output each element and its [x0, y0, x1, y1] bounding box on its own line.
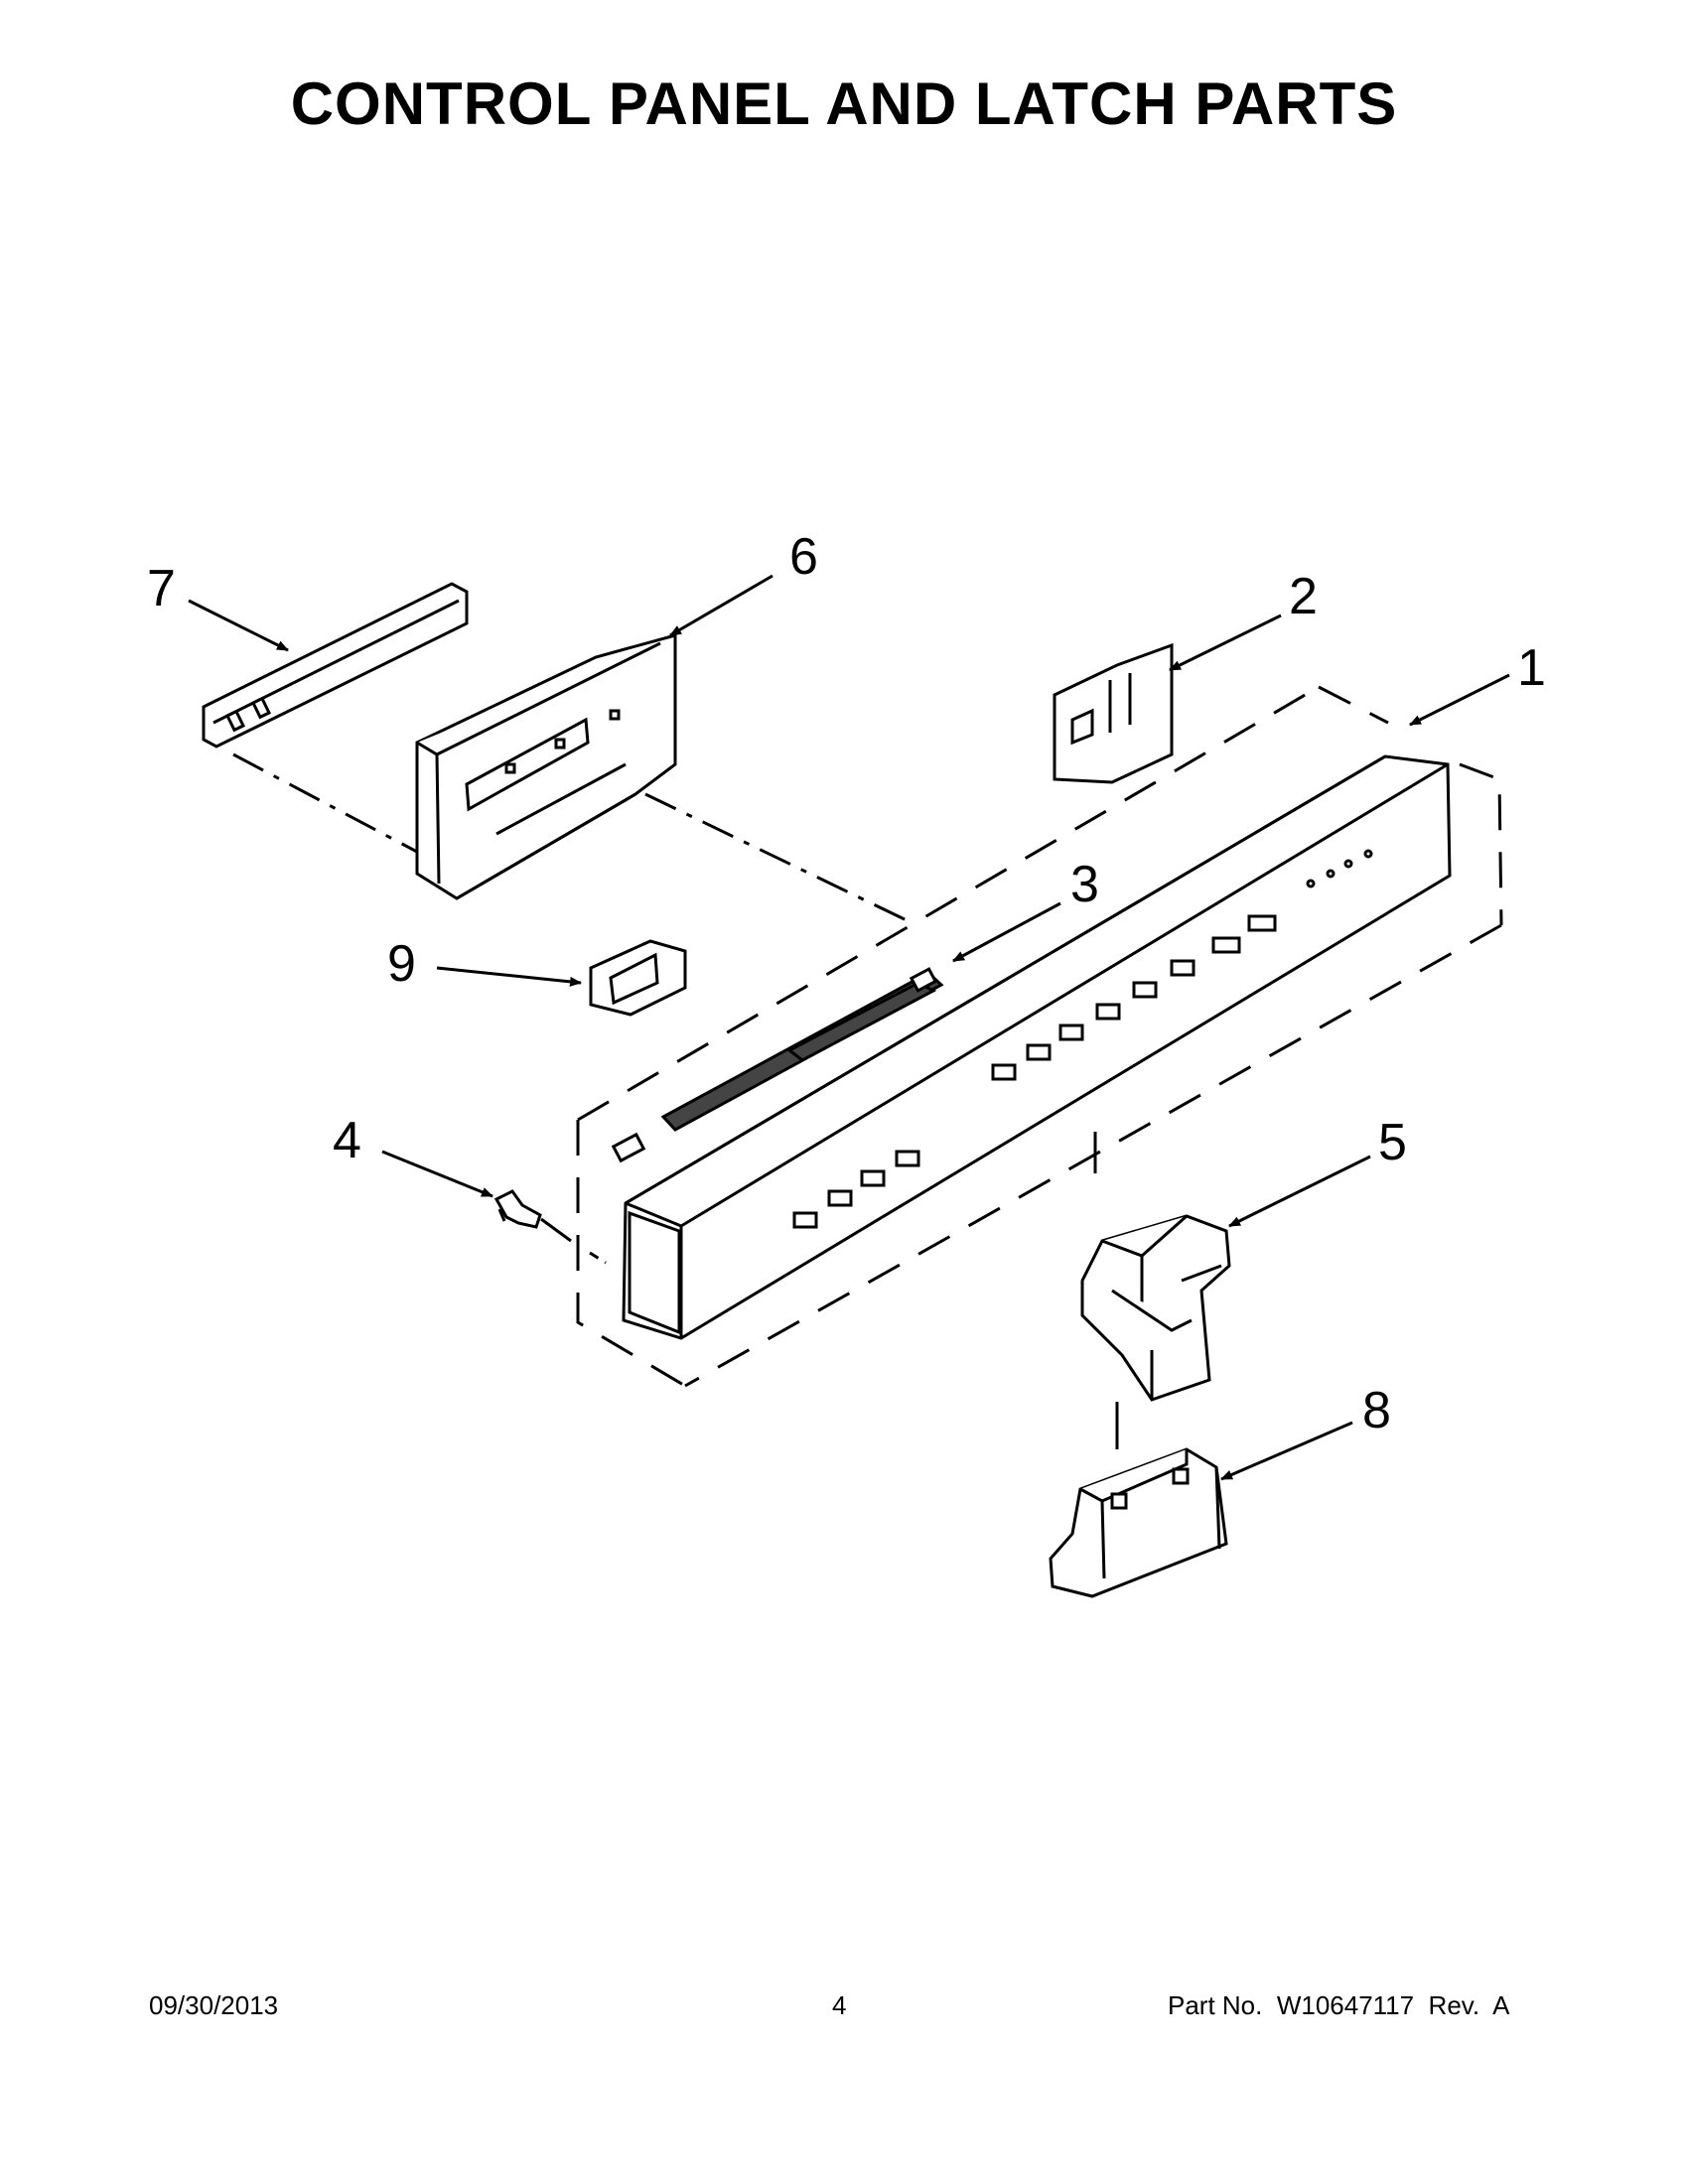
callout-1: 1 — [1517, 639, 1546, 697]
part-9-clip — [589, 939, 687, 1017]
leader-arrow-5 — [1228, 1155, 1371, 1228]
part-4-screw — [493, 1189, 542, 1229]
footer-date: 09/30/2013 — [149, 1990, 279, 2020]
part-6-control-housing — [415, 633, 677, 900]
part-1-assembly-bracket — [576, 685, 1503, 1388]
leader-arrow-4 — [381, 1150, 493, 1198]
callout-7: 7 — [147, 560, 176, 617]
footer-part-number: Part No. W10647117 Rev. A — [1168, 1990, 1510, 2020]
page-title: CONTROL PANEL AND LATCH PARTS — [290, 70, 1398, 137]
leader-arrow-7 — [188, 599, 289, 652]
alignment-lines — [232, 752, 910, 923]
leader-arrow-3 — [952, 901, 1061, 963]
callout-4: 4 — [333, 1112, 361, 1169]
callout-6: 6 — [789, 528, 818, 586]
part-7-rail — [202, 582, 469, 749]
leader-arrows — [188, 574, 1510, 1481]
leader-arrow-6 — [669, 574, 774, 637]
callout-5: 5 — [1378, 1114, 1407, 1171]
callout-2: 2 — [1289, 568, 1318, 625]
part-2-bracket — [1053, 642, 1174, 784]
leader-arrow-2 — [1169, 614, 1282, 672]
part-1-control-panel — [622, 754, 1452, 1340]
leader-arrow-9 — [436, 966, 582, 987]
part-3-ribbon-cable — [611, 967, 944, 1163]
footer-page-number: 4 — [832, 1990, 847, 2020]
callout-9: 9 — [387, 935, 416, 993]
part-8-latch-housing — [1049, 1447, 1228, 1598]
callout-3: 3 — [1070, 856, 1099, 913]
leader-arrow-1 — [1409, 673, 1510, 727]
part-5-latch — [1080, 1214, 1231, 1402]
leader-arrow-8 — [1220, 1421, 1353, 1481]
callout-8: 8 — [1362, 1382, 1391, 1439]
alignment-lines-part-4 — [540, 1217, 607, 1265]
